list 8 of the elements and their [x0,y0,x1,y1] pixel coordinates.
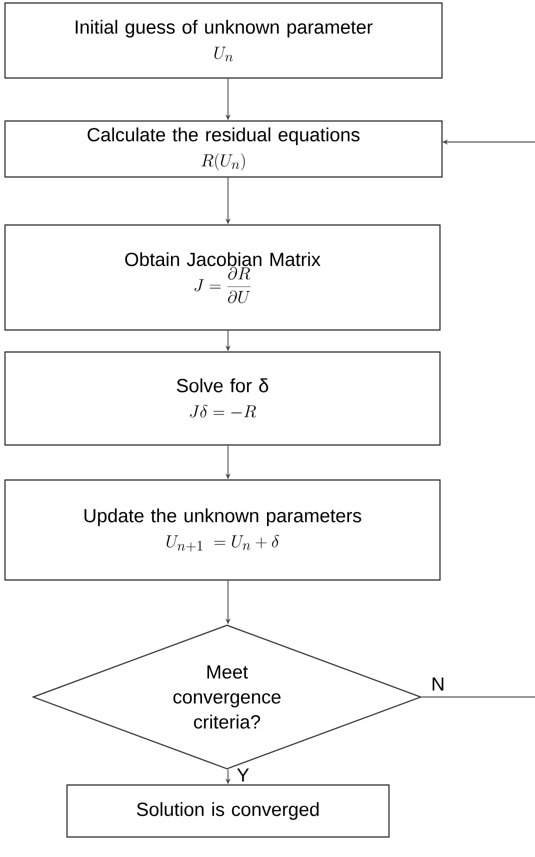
process-box: Update the unknown parameters $U_{n+1} \; = U_n + \delta$ [4,479,441,581]
process-box: Solve for δ $J\delta = -R$ [4,351,441,446]
process-box: Obtain Jacobian Matrix $J = \frac{\partial R}{\partial U}$ [4,224,441,331]
edge-label: N [432,677,444,691]
process-box: Solution is converged [66,784,390,838]
edge-label: Y [237,768,249,782]
process-box: Initial guess of unknown parameter $U_n$ [4,2,443,79]
process-box: Calculate the residual equations $R(U_n)$ [4,120,443,178]
